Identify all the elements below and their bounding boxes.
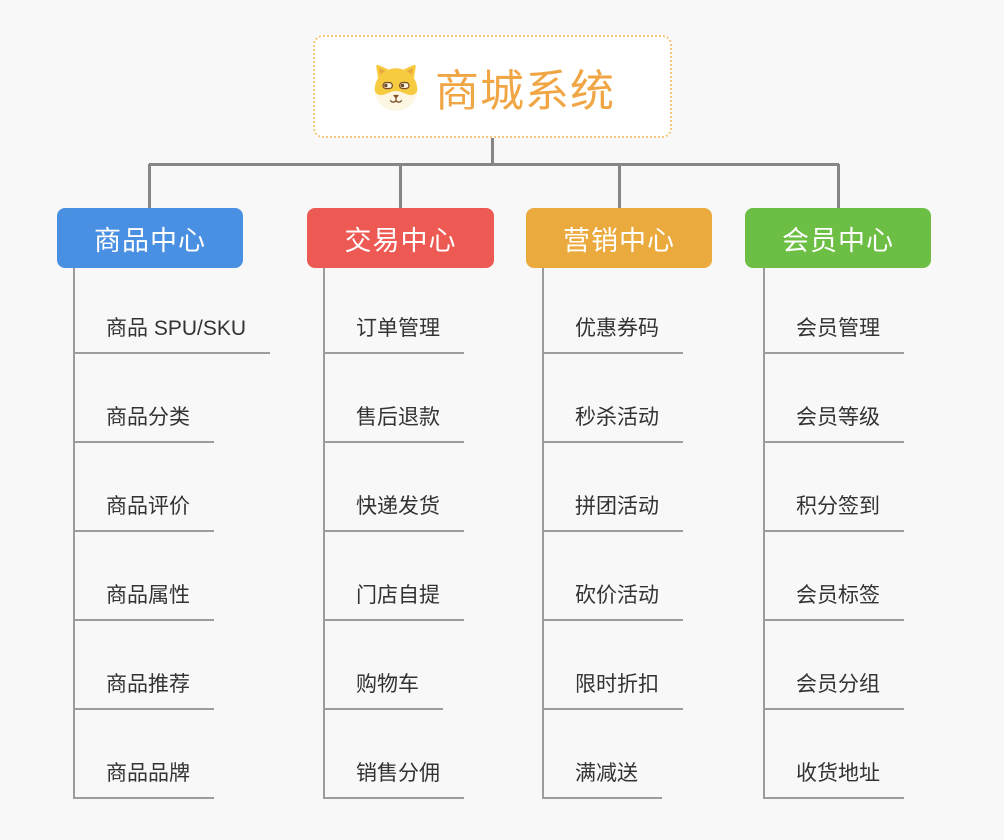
topic-item[interactable]: 销售分佣 [325, 760, 464, 799]
topic-item[interactable]: 拼团活动 [544, 493, 683, 532]
connector-drop-member [837, 164, 840, 209]
topic-item[interactable]: 商品评价 [75, 493, 214, 532]
shiba-dog-icon [374, 64, 418, 111]
topic-item[interactable]: 限时折扣 [544, 671, 683, 710]
root-node[interactable]: 商城系统 [313, 35, 672, 138]
topic-item[interactable]: 优惠券码 [544, 315, 683, 354]
topic-item[interactable]: 满减送 [544, 760, 662, 799]
topic-item[interactable]: 会员管理 [765, 315, 904, 354]
connector-drop-product [148, 164, 151, 209]
branch-node-product-center[interactable]: 商品中心 [57, 208, 243, 268]
topic-column-marketing: 优惠券码 秒杀活动 拼团活动 砍价活动 限时折扣 满减送 [542, 268, 683, 799]
topic-item[interactable]: 商品 SPU/SKU [75, 315, 271, 354]
topic-item[interactable]: 收货地址 [765, 760, 904, 799]
topic-item[interactable]: 会员分组 [765, 671, 904, 710]
branch-label: 营销中心 [563, 225, 675, 256]
topic-item[interactable]: 快递发货 [325, 493, 464, 532]
topic-column-trade: 订单管理 售后退款 快递发货 门店自提 购物车 销售分佣 [323, 268, 464, 799]
topic-item[interactable]: 商品分类 [75, 404, 214, 443]
topic-column-member: 会员管理 会员等级 积分签到 会员标签 会员分组 收货地址 [763, 268, 904, 799]
topic-item[interactable]: 门店自提 [325, 582, 464, 621]
topic-item[interactable]: 商品属性 [75, 582, 214, 621]
topic-item[interactable]: 会员等级 [765, 404, 904, 443]
branch-node-member-center[interactable]: 会员中心 [745, 208, 931, 268]
branch-node-marketing-center[interactable]: 营销中心 [526, 208, 712, 268]
root-title: 商城系统 [435, 66, 615, 116]
branch-label: 商品中心 [94, 225, 206, 256]
topic-item[interactable]: 商品品牌 [75, 760, 214, 799]
topic-item[interactable]: 砍价活动 [544, 582, 683, 621]
topic-item[interactable]: 售后退款 [325, 404, 464, 443]
topic-item[interactable]: 积分签到 [765, 493, 904, 532]
branch-label: 交易中心 [344, 225, 457, 256]
branch-label: 会员中心 [782, 225, 894, 256]
topic-item[interactable]: 会员标签 [765, 582, 904, 621]
connector-drop-trade [399, 164, 402, 209]
topic-item[interactable]: 购物车 [325, 671, 443, 710]
topic-item[interactable]: 订单管理 [325, 315, 464, 354]
topic-item[interactable]: 商品推荐 [75, 671, 214, 710]
connector-bus [149, 163, 839, 166]
topic-item[interactable]: 秒杀活动 [544, 404, 683, 443]
connector-drop-marketing [618, 164, 621, 209]
branch-node-trade-center[interactable]: 交易中心 [307, 208, 494, 268]
connector-root-stem [491, 138, 494, 165]
topic-column-product: 商品 SPU/SKU 商品分类 商品评价 商品属性 商品推荐 商品品牌 [73, 268, 271, 799]
